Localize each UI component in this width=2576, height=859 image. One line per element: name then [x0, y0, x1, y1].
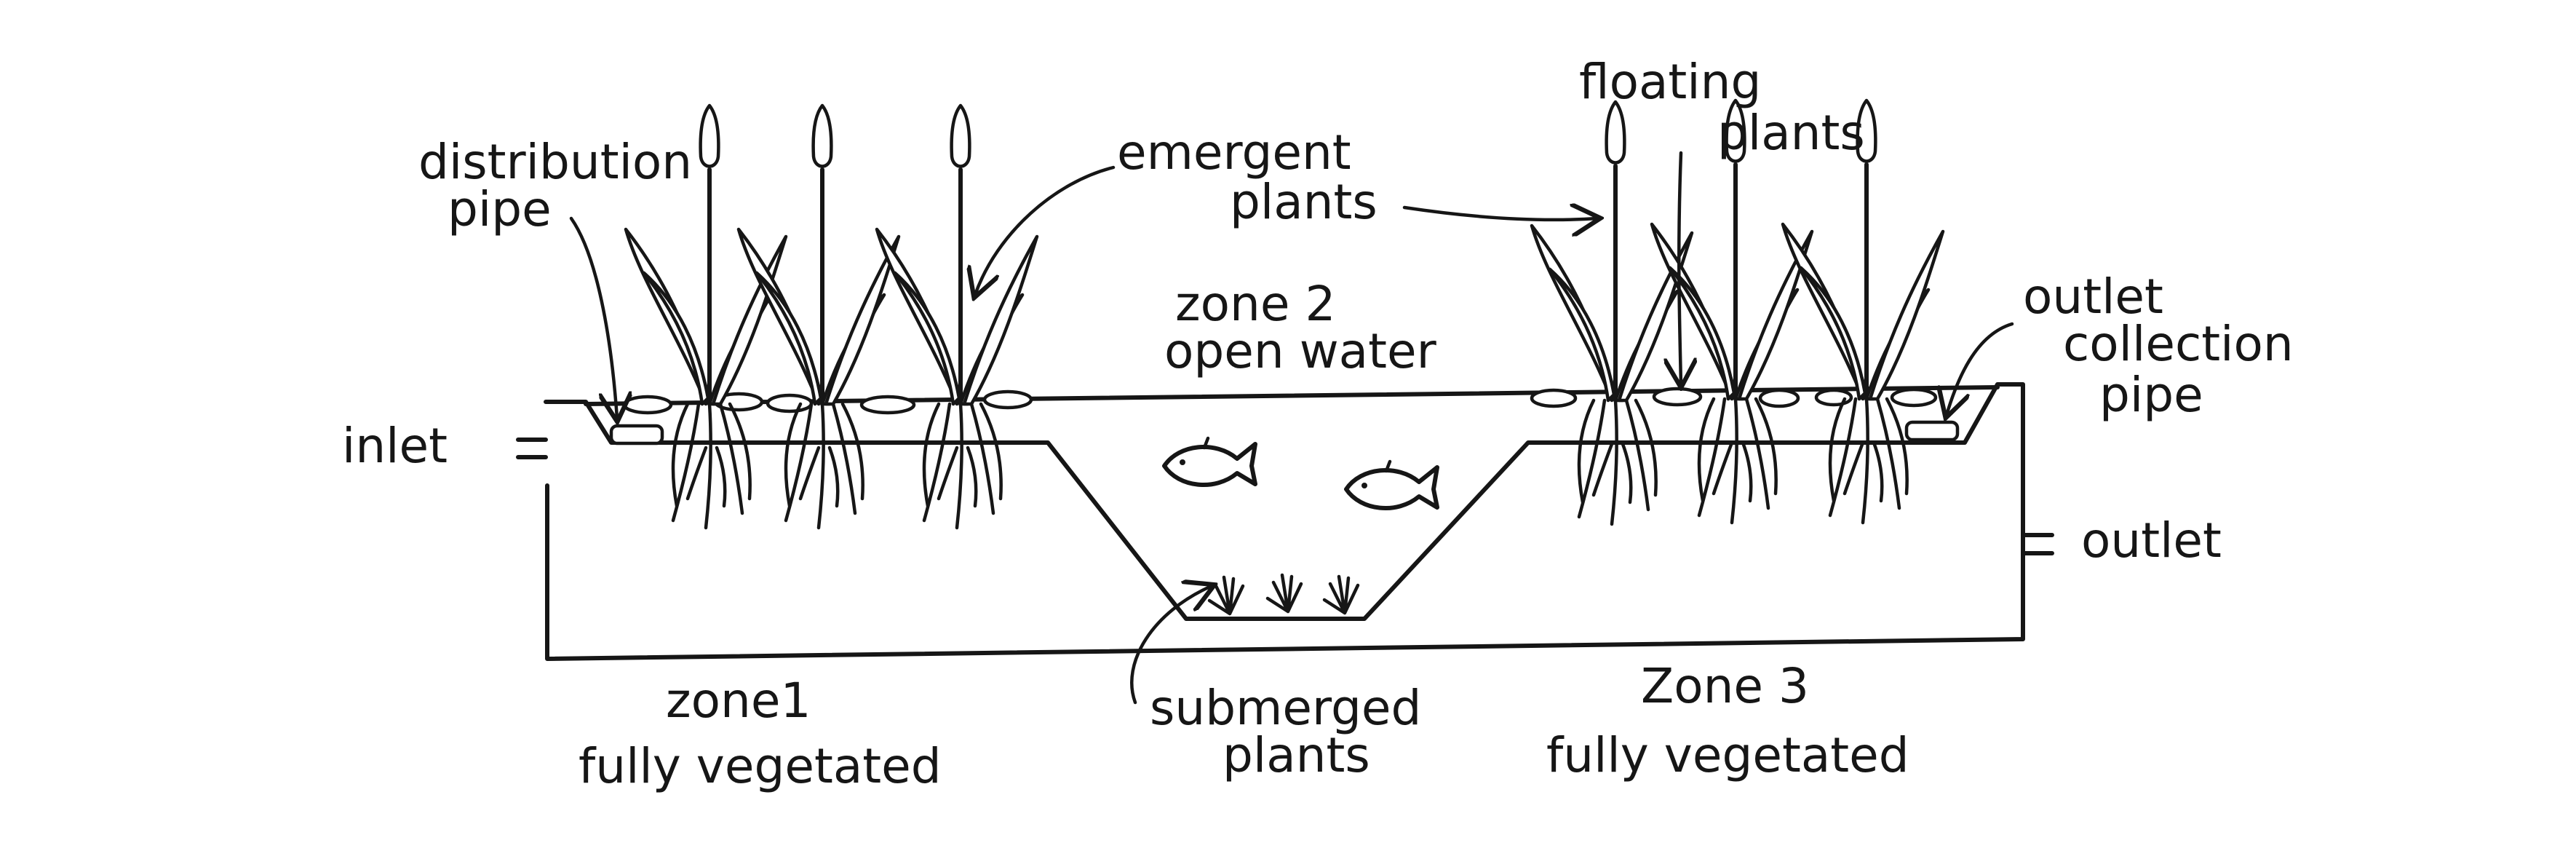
- submerged-plants-arrow: [1130, 586, 1212, 705]
- zone2-label: zone 2 open water: [1164, 276, 1437, 379]
- fish-2: [1346, 462, 1437, 508]
- submerged-plant-1: [1209, 577, 1243, 614]
- emergent-plant-2: [739, 106, 899, 528]
- distribution-pipe-arrow: [569, 216, 617, 419]
- submerged-plants-label: submerged plants: [1150, 680, 1436, 783]
- inlet-label: inlet: [342, 418, 448, 474]
- emergent-plant-6: [1783, 100, 1943, 523]
- floating-plants-right: [1530, 387, 1938, 408]
- distribution-pipe-label: distribution pipe: [418, 134, 707, 237]
- emergent-plants-arrow-left: [975, 165, 1116, 295]
- emergent-plant-5: [1652, 100, 1812, 523]
- emergent-plants-arrow-right: [1402, 207, 1597, 220]
- outlet-collection-pipe-shape: [1904, 420, 1960, 442]
- zone1-label: zone1 fully vegetated: [579, 673, 942, 794]
- floating-plants-arrow: [1679, 151, 1681, 384]
- emergent-plants-label: emergent plants: [1117, 124, 1378, 230]
- zone3-label: Zone 3 fully vegetated: [1546, 658, 1909, 783]
- outlet-pipe: [2022, 533, 2054, 555]
- distribution-pipe-shape: [609, 424, 664, 446]
- floating-plants-label: floating plants: [1579, 54, 1865, 161]
- submerged-plant-2: [1268, 575, 1301, 611]
- outlet-collection-pipe-label: outlet collection pipe: [2023, 269, 2309, 423]
- outlet-label: outlet: [2081, 512, 2222, 569]
- fish-1: [1164, 438, 1255, 485]
- basin-outline: [544, 382, 2025, 661]
- floating-plants-left: [622, 389, 1033, 415]
- emergent-plant-4: [1532, 102, 1692, 524]
- outlet-collection-pipe-arrow: [1947, 322, 2014, 415]
- emergent-plant-3: [877, 106, 1037, 528]
- inlet-pipe: [516, 438, 548, 459]
- submerged-plant-3: [1324, 577, 1358, 613]
